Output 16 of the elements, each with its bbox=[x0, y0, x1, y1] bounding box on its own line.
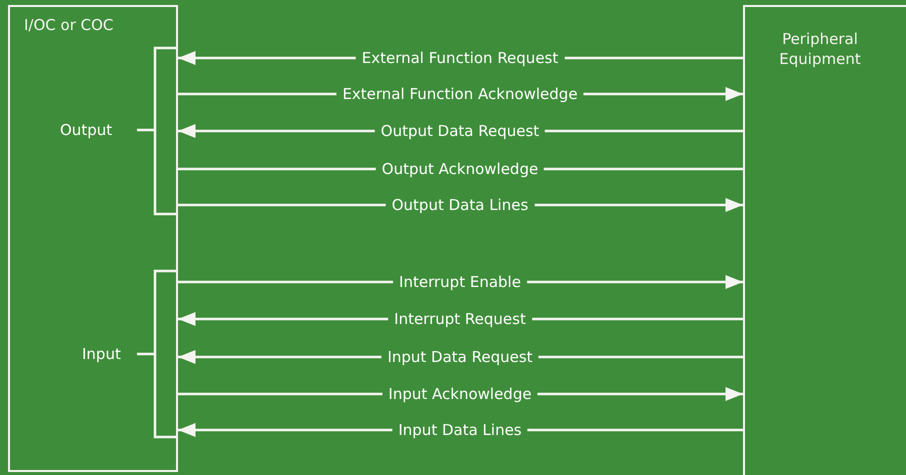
block-title: I/OC or COC bbox=[24, 15, 114, 35]
signal-label: Input Acknowledge bbox=[382, 385, 538, 403]
signal-label: Interrupt Enable bbox=[393, 273, 527, 291]
group-label: Input bbox=[82, 345, 121, 363]
block-title: Peripheral Equipment bbox=[778, 29, 862, 69]
signal-label: Input Data Lines bbox=[392, 421, 528, 439]
signal-label: External Function Request bbox=[356, 49, 564, 67]
group-label: Output bbox=[60, 121, 112, 139]
signal-label: Input Data Request bbox=[381, 348, 539, 366]
block-box bbox=[743, 5, 906, 475]
block-box bbox=[8, 5, 178, 472]
signal-label: External Function Acknowledge bbox=[336, 85, 584, 103]
signal-label: Output Acknowledge bbox=[376, 160, 544, 178]
signal-label: Output Data Lines bbox=[386, 196, 534, 214]
signal-label: Output Data Request bbox=[374, 122, 546, 140]
signal-label: Interrupt Request bbox=[388, 310, 532, 328]
